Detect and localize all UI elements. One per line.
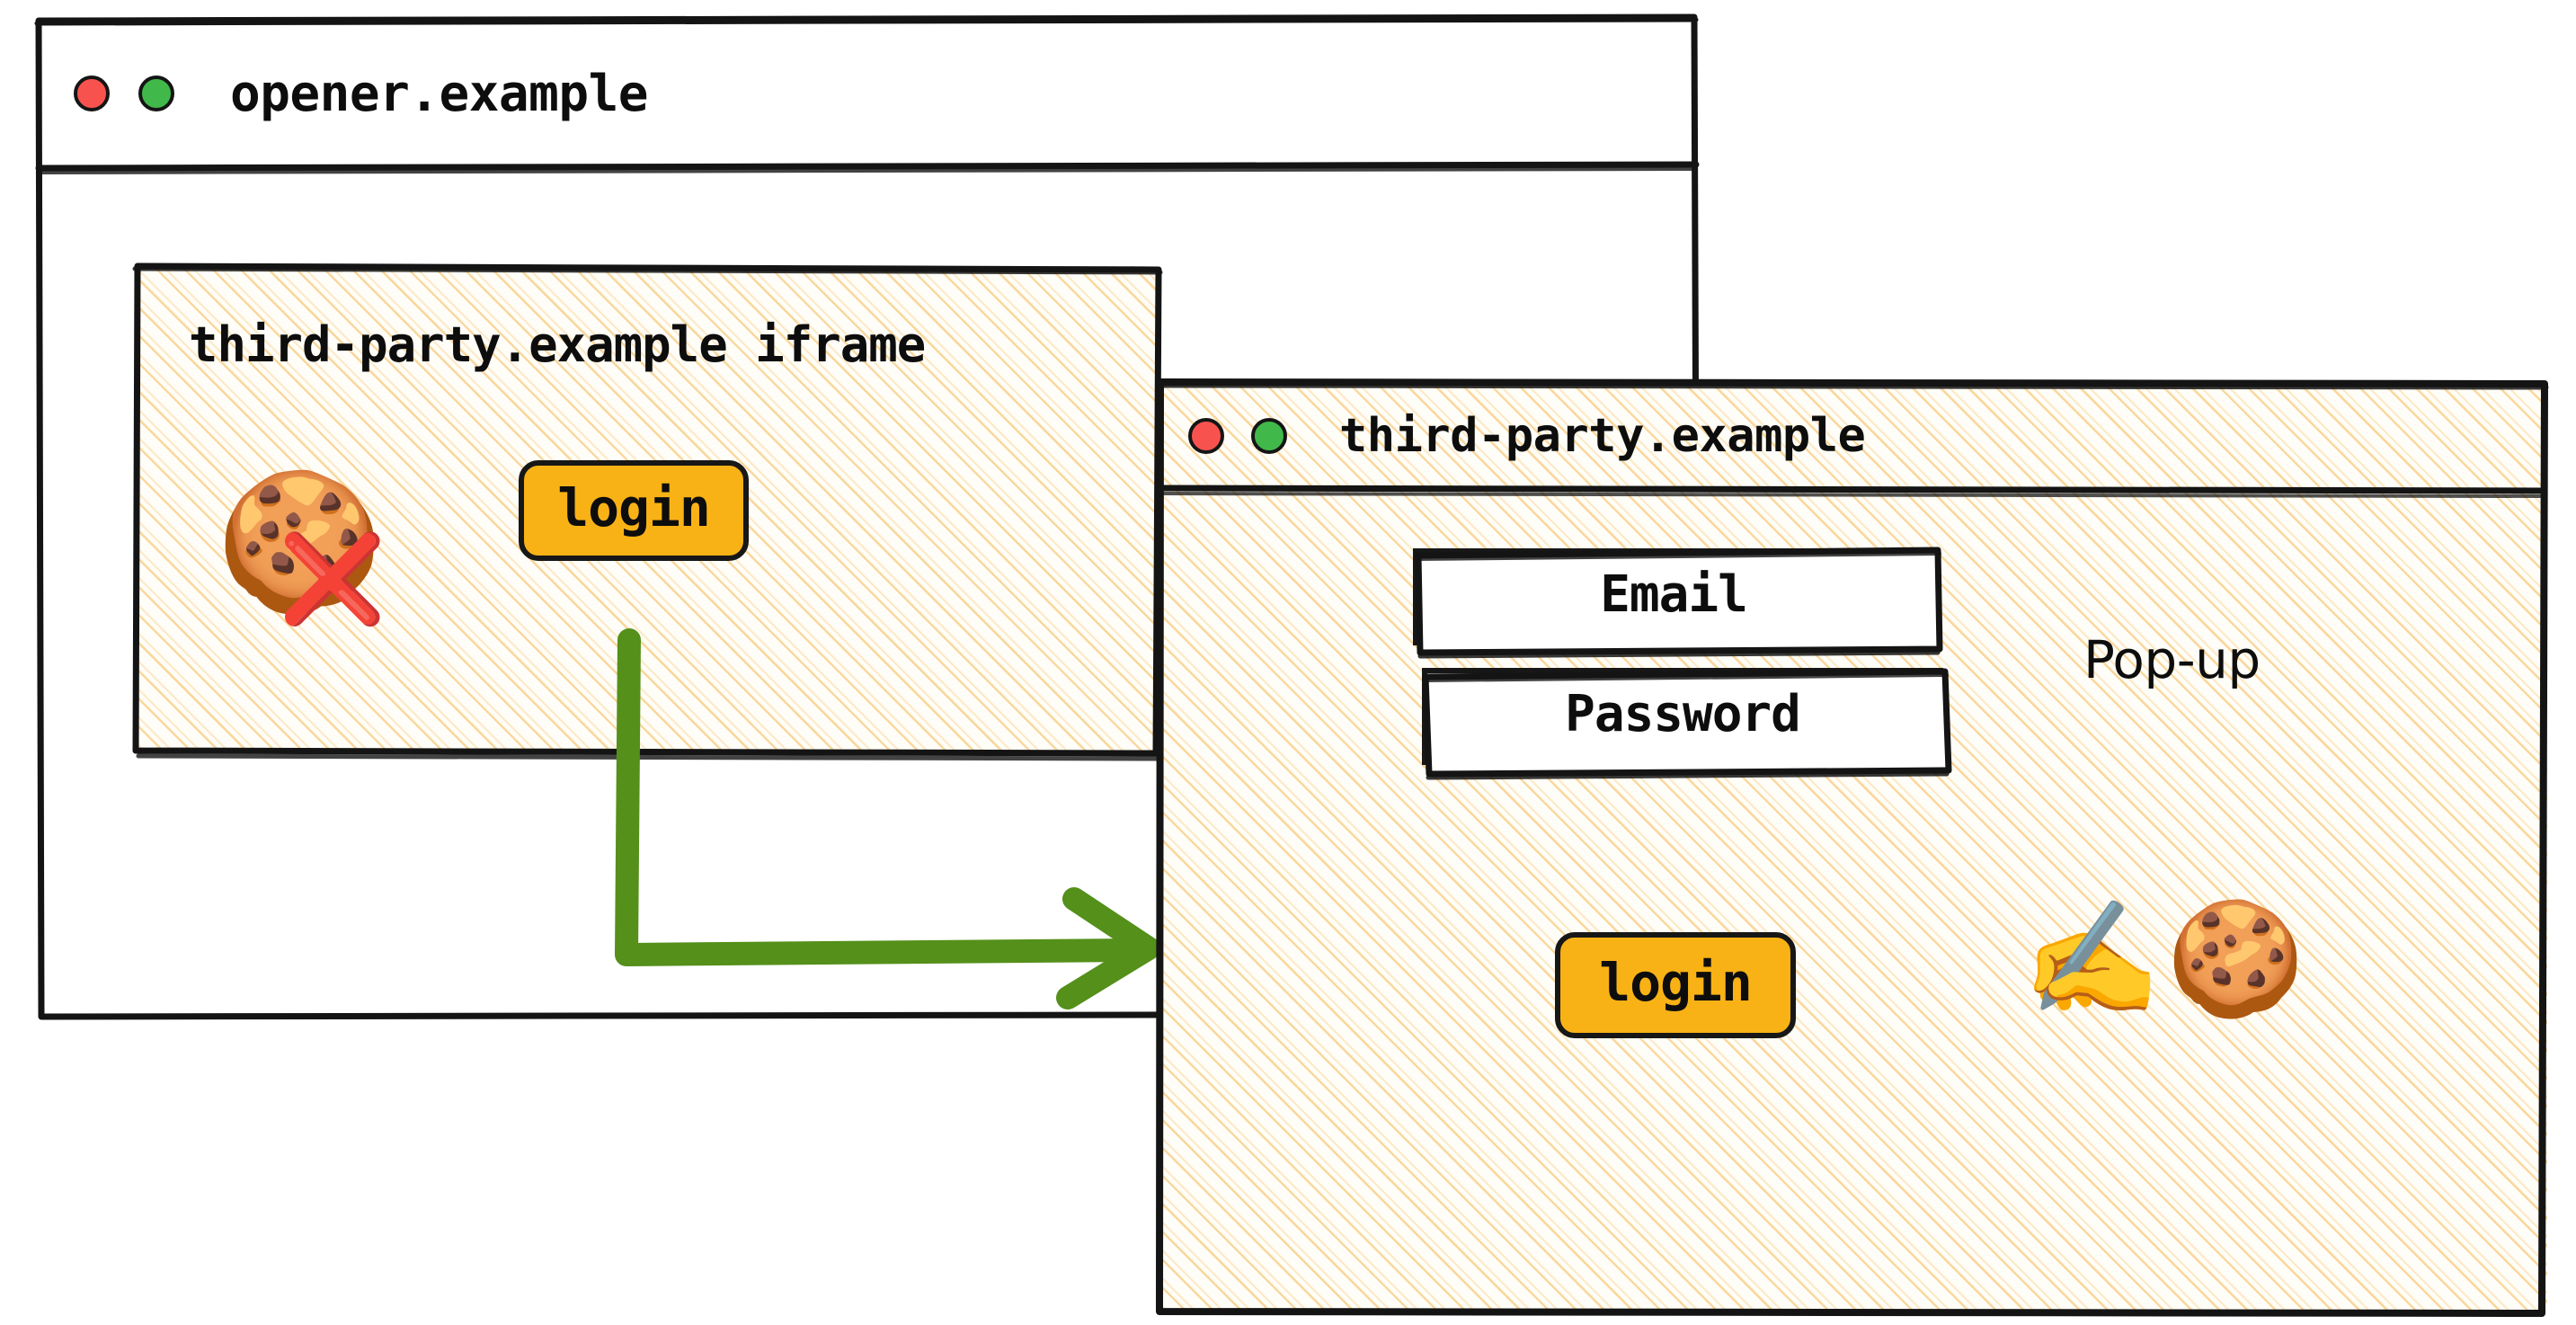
opener-traffic-lights [74,76,174,111]
password-field-label: Password [1565,684,1801,743]
third-party-iframe: third-party.example iframe 🍪 ❌ login [132,262,1163,761]
opener-window-title: opener.example [230,64,649,123]
minimize-icon[interactable] [138,76,174,111]
popup-annotation-label: Pop-up [2083,629,2261,690]
cookie-icon: 🍪 [216,464,384,620]
opener-titlebar: opener.example [38,20,1697,167]
close-icon[interactable] [74,76,110,111]
minimize-icon[interactable] [1251,418,1287,454]
popup-window-body: Email Password login Pop-up ✍️ 🍪 [1159,490,2547,1314]
popup-login-button[interactable]: login [1555,932,1796,1038]
cross-mark-icon: ❌ [279,529,386,629]
close-icon[interactable] [1188,418,1224,454]
blocked-cookie-group: 🍪 ❌ [216,475,386,645]
password-field-wrapper[interactable]: Password [1422,668,1952,780]
iframe-origin-label: third-party.example iframe [189,316,926,373]
email-field-wrapper[interactable]: Email [1413,547,1943,659]
popup-window-title: third-party.example [1339,409,1866,463]
writing-hand-icon: ✍️ [2022,894,2162,1024]
email-field-label: Email [1600,565,1748,624]
popup-titlebar: third-party.example [1159,382,2547,490]
credentials-to-cookie-group: ✍️ 🍪 [2022,903,2305,1015]
popup-traffic-lights [1188,418,1287,454]
cookie-icon: 🍪 [2166,894,2305,1024]
iframe-login-button[interactable]: login [519,460,749,561]
popup-browser-window: third-party.example Email Password [1155,378,2549,1317]
